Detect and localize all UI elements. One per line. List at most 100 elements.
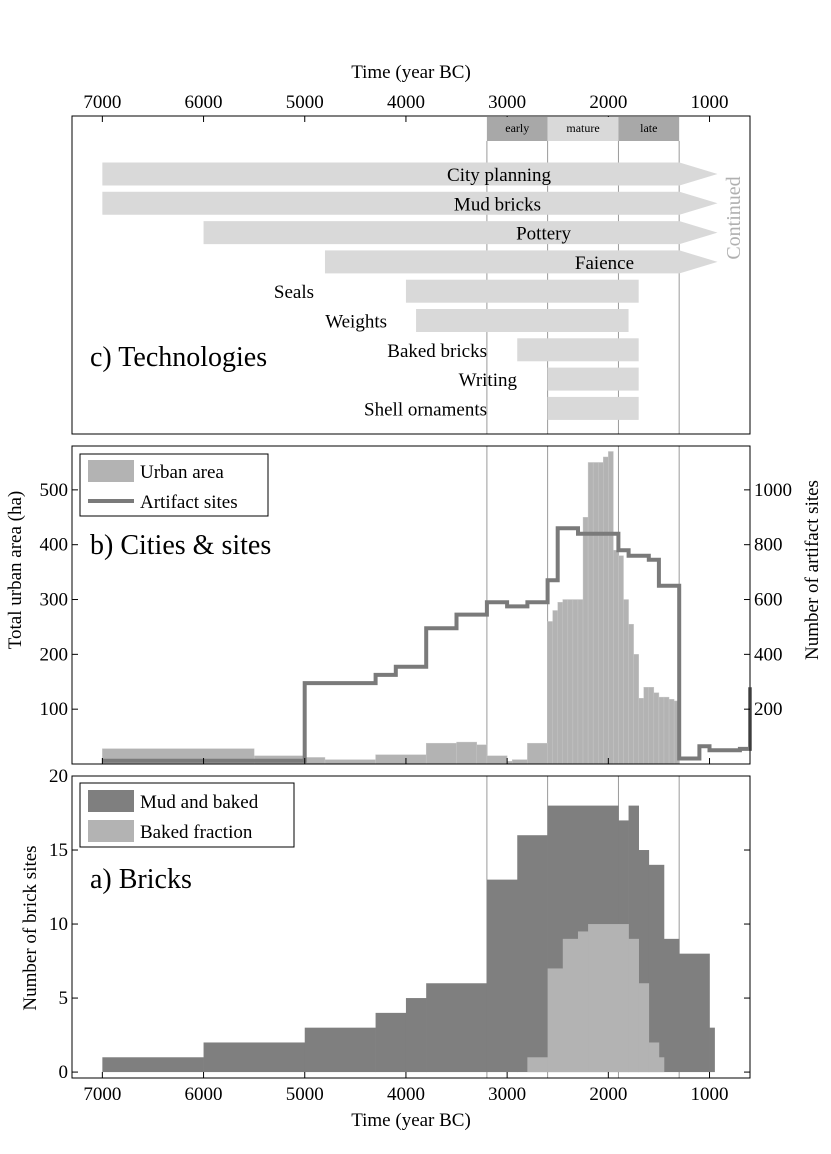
- artifact-sites-tick-label: 1000: [754, 480, 792, 501]
- brick-sites-tick-label: 20: [49, 766, 68, 787]
- mud-and-baked-legend-swatch: [88, 790, 134, 812]
- bottom-axis-label: Time (year BC): [351, 1110, 471, 1131]
- baked-fraction-bar: [588, 924, 619, 1073]
- urban-area-bar: [375, 754, 427, 765]
- urban-area-bar: [592, 462, 599, 765]
- urban-area-tick-label: 400: [40, 535, 69, 556]
- baked-fraction-bar: [547, 968, 564, 1073]
- urban-area-bar: [476, 744, 488, 765]
- baked-fraction-bar: [658, 1057, 665, 1073]
- mud-and-baked-legend-label: Mud and baked: [140, 792, 259, 813]
- urban-area-bar: [587, 462, 594, 765]
- baked-fraction-bar: [648, 1042, 660, 1073]
- mud-and-baked-bar: [486, 879, 518, 1073]
- mud-and-baked-bar: [679, 953, 710, 1073]
- mud-and-baked-bar: [426, 983, 488, 1073]
- urban-area-bar: [557, 602, 563, 765]
- urban-area-axis-label: Total urban area (ha): [5, 491, 26, 650]
- urban-area-bar: [668, 699, 675, 765]
- urban-area-bar: [613, 549, 619, 765]
- mud-and-baked-bar: [638, 850, 650, 1073]
- brick-sites-tick-label: 10: [49, 914, 68, 935]
- urban-area-bar: [658, 696, 665, 765]
- mud-and-baked-bar: [517, 835, 548, 1073]
- phase-box: [486, 117, 548, 141]
- urban-area-bar: [643, 687, 650, 765]
- brick-sites-tick-label: 5: [59, 988, 69, 1009]
- continued-label: Continued: [723, 176, 745, 259]
- baked-fraction-legend-label: Baked fraction: [140, 822, 253, 843]
- urban-area-bar: [324, 759, 376, 765]
- urban-area-tick-label: 300: [40, 590, 69, 611]
- urban-area-bar: [608, 451, 614, 765]
- technology-bar: [547, 396, 639, 420]
- urban-area-bars: [102, 451, 680, 765]
- technology-label: Pottery: [516, 224, 571, 245]
- technology-label: Shell ornaments: [364, 399, 487, 420]
- urban-area-tick-label: 200: [40, 644, 69, 665]
- technology-arrow: [324, 250, 718, 274]
- technology-label: Faience: [575, 253, 634, 274]
- baked-fraction-legend-swatch: [88, 820, 134, 842]
- brick-sites-tick-label: 15: [49, 840, 68, 861]
- artifact-sites-line: [102, 526, 752, 763]
- bricks-x-tick-label: 6000: [185, 1084, 223, 1105]
- mud-and-baked-bar: [405, 998, 427, 1073]
- technologies-title: c) Technologies: [90, 342, 267, 373]
- cities-title: b) Cities & sites: [90, 530, 271, 561]
- urban-area-bar: [577, 599, 584, 765]
- bricks-x-tick-label: 1000: [691, 1084, 729, 1105]
- technology-label: Baked bricks: [387, 341, 487, 362]
- artifact-sites-tick-label: 800: [754, 535, 783, 556]
- baked-fraction-bar: [562, 938, 579, 1073]
- technology-bar: [405, 279, 639, 303]
- urban-area-legend-label: Urban area: [140, 462, 224, 483]
- technology-label: Mud bricks: [454, 194, 541, 215]
- baked-fraction-bar: [618, 924, 629, 1073]
- urban-area-bar: [618, 555, 624, 765]
- urban-area-bar: [552, 610, 558, 765]
- urban-area-bar: [638, 698, 644, 765]
- artifact-sites-axis-label: Number of artifact sites: [802, 480, 823, 660]
- baked-fraction-bar: [577, 931, 589, 1073]
- phase-label: early: [505, 121, 529, 135]
- bricks-x-tick-label: 7000: [83, 1084, 121, 1105]
- technology-label: Seals: [274, 282, 314, 303]
- urban-area-bar: [628, 623, 634, 765]
- mud-and-baked-bar: [648, 864, 665, 1073]
- mud-and-baked-bar: [663, 938, 680, 1073]
- artifact-sites-tick-label: 400: [754, 644, 783, 665]
- urban-area-bar: [547, 621, 553, 765]
- bricks-x-tick-label: 2000: [589, 1084, 627, 1105]
- technology-label: Weights: [325, 312, 387, 333]
- artifact-sites-tick-label: 600: [754, 590, 783, 611]
- urban-area-bar: [486, 755, 508, 765]
- baked-fraction-bar: [628, 938, 639, 1073]
- cities-x-ticks: [101, 758, 711, 764]
- cities-legend: Urban area Artifact sites: [79, 453, 269, 517]
- technology-arrow: [203, 221, 718, 245]
- urban-area-bar: [527, 742, 548, 765]
- baked-fraction-bars: [527, 924, 665, 1073]
- urban-area-bar: [603, 456, 609, 765]
- top-tick-label: 7000: [83, 92, 121, 113]
- technology-bar: [547, 367, 639, 391]
- mud-and-baked-bar: [203, 1042, 306, 1073]
- artifact-sites-legend-label: Artifact sites: [140, 492, 238, 513]
- technology-arrow: [102, 162, 718, 186]
- bricks-legend: Mud and baked Baked fraction: [79, 782, 295, 848]
- urban-area-bar: [425, 742, 457, 765]
- phase-box: [547, 117, 619, 141]
- bricks-x-tick-label: 3000: [488, 1084, 526, 1105]
- bricks-x-tick-label: 4000: [387, 1084, 425, 1105]
- urban-area-bar: [623, 599, 629, 765]
- urban-area-bar: [582, 517, 589, 765]
- technology-label: City planning: [447, 165, 551, 186]
